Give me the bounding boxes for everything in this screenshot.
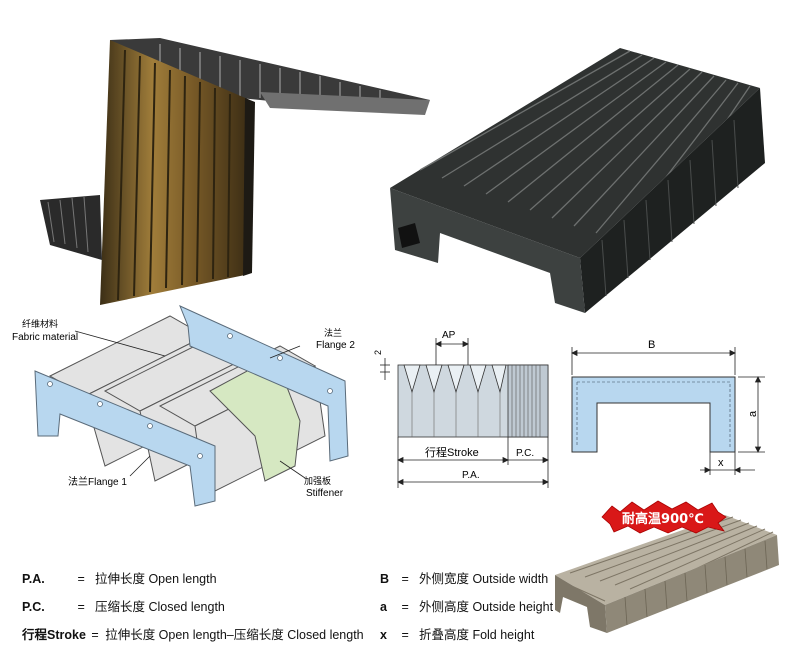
badge-starburst-shape [601, 500, 727, 534]
u-profile [571, 376, 736, 453]
legend-row-b: B = 外侧宽度 Outside width [380, 568, 548, 587]
black-bellows-photo [390, 48, 765, 313]
ap-label: AP [442, 330, 456, 341]
a-dim-label: a [747, 410, 759, 417]
pa-dim-label: P.A. [462, 470, 480, 481]
flange2-label-en: Flange 2 [316, 340, 355, 351]
cross-section-diagram: B a x [571, 339, 765, 475]
two-mm-label: 2 [373, 350, 383, 355]
legend-row-a: a = 外侧高度 Outside height [380, 596, 553, 615]
legend-text: 压缩长度 Closed length [94, 600, 225, 614]
flange-2-plate [179, 305, 349, 462]
legend-text: 外侧宽度 Outside width [418, 572, 549, 586]
x-dim-label: x [718, 457, 724, 469]
folding-bellows-photo-gold [40, 38, 430, 305]
side-view-dimension-diagram: AP 2 行程Stroke P.C. P.A. [373, 330, 549, 488]
stiffener-label-cn: 加强板 [304, 475, 331, 486]
legend-key: 行程Stroke [22, 628, 86, 642]
legend-eq: = [77, 600, 85, 614]
pc-dim-label: P.C. [516, 448, 534, 459]
b-dim-label: B [648, 339, 655, 351]
legend-eq: = [401, 600, 409, 614]
heat-resistance-badge: 耐高温900℃ [598, 500, 728, 534]
legend-key: P.C. [22, 600, 45, 614]
legend-key: B [380, 572, 390, 586]
legend-key: a [380, 600, 387, 614]
legend-text: 拉伸长度 Open length–压缩长度 Closed length [105, 628, 364, 642]
legend-row-pc: P.C. = 压缩长度 Closed length [22, 596, 225, 615]
legend-eq: = [401, 572, 409, 586]
flange1-label: 法兰Flange 1 [68, 475, 127, 488]
steel-bellows-photo [555, 515, 779, 633]
legend-key: P.A. [22, 572, 45, 586]
legend-eq: = [77, 572, 85, 586]
legend-eq: = [91, 628, 99, 642]
flange-1-plate [34, 370, 216, 507]
legend-text: 外侧高度 Outside height [418, 600, 554, 614]
legend-row-pa: P.A. = 拉伸长度 Open length [22, 568, 217, 587]
fabric-label-en: Fabric material [12, 332, 78, 343]
exploded-structure-diagram: 纤维材料 Fabric material 法兰 Flange 2 法兰Flang… [12, 305, 355, 507]
legend-eq: = [401, 628, 409, 642]
flange2-label-cn: 法兰 [324, 327, 342, 338]
fabric-label-cn: 纤维材料 [22, 318, 58, 329]
legend-row-x: x = 折叠高度 Fold height [380, 624, 534, 643]
stroke-dim-label: 行程Stroke [425, 446, 479, 459]
legend-text: 折叠高度 Fold height [418, 628, 535, 642]
legend-text: 拉伸长度 Open length [94, 572, 217, 586]
legend-key: x [380, 628, 387, 642]
stiffener-label-en: Stiffener [306, 488, 344, 499]
badge-text: 耐高温900℃ [622, 512, 704, 527]
legend-row-stroke: 行程Stroke = 拉伸长度 Open length–压缩长度 Closed … [22, 624, 364, 643]
